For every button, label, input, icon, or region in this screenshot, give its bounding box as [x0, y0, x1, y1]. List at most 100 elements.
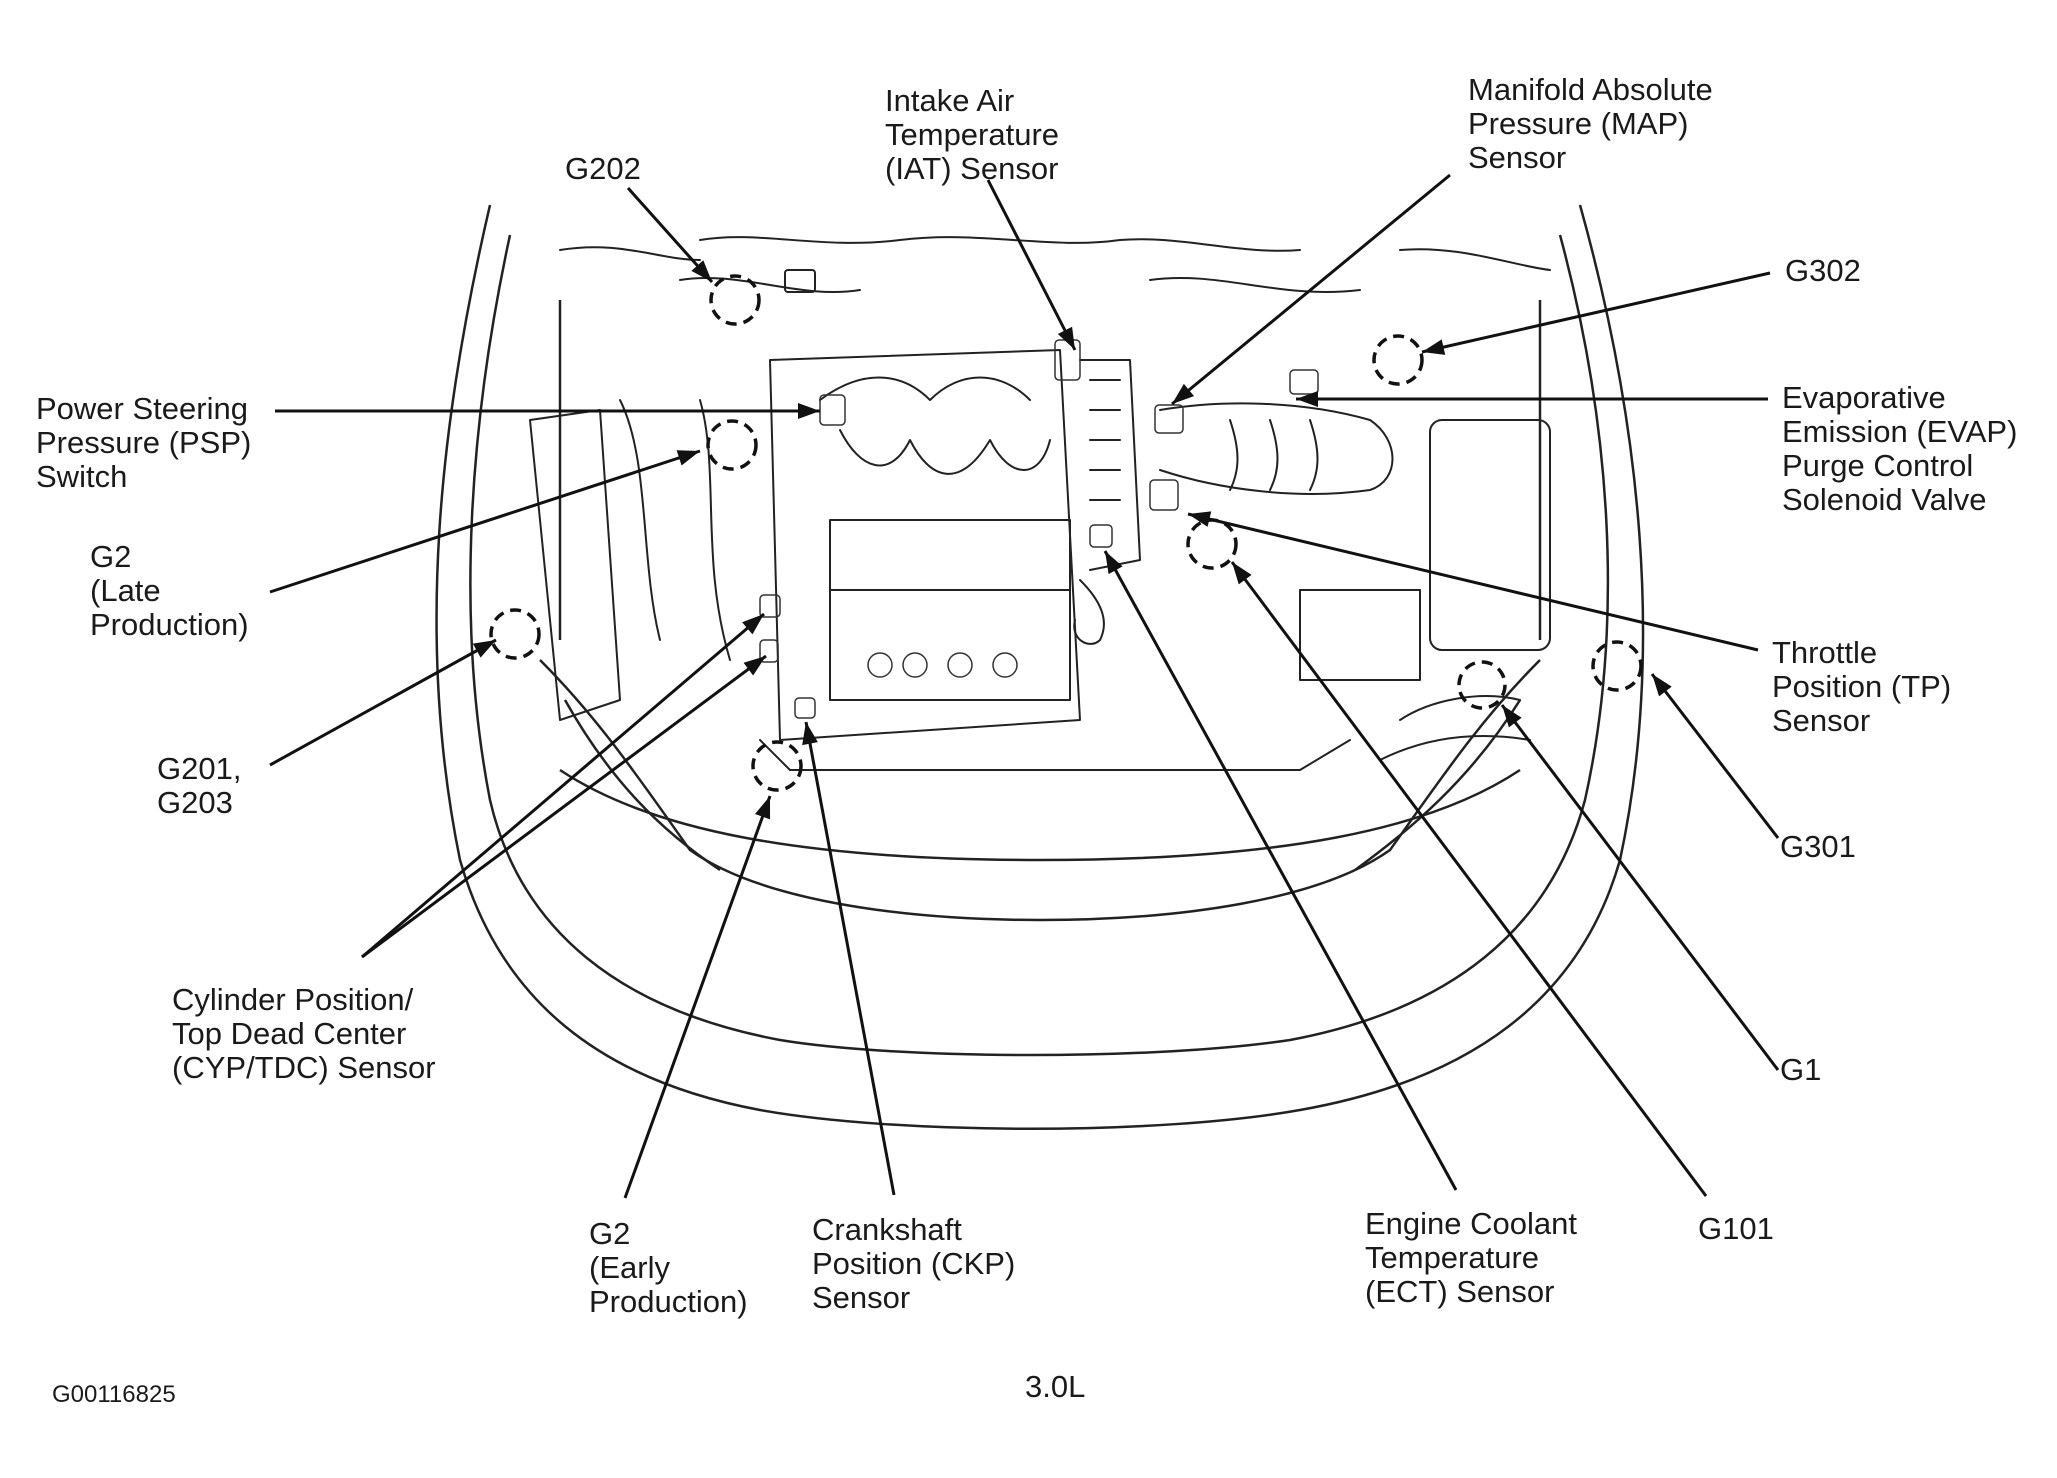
label-line: (ECT) Sensor: [1365, 1274, 1555, 1309]
callout-line-g201: [269, 638, 497, 767]
callout-line-iat: [986, 179, 1077, 351]
label-line: G1: [1780, 1052, 1822, 1087]
arrowhead-g1: [1502, 705, 1522, 728]
callout-line-cyp-1: [361, 612, 765, 959]
label-line: G2: [589, 1216, 631, 1251]
arrowhead-g2-early: [755, 796, 771, 820]
engine-block: [529, 236, 1551, 771]
arrowhead-evap: [1296, 391, 1318, 407]
arrowhead-tp: [1188, 511, 1212, 527]
label-line: (Late: [90, 573, 161, 608]
arrowhead-cyp-1: [742, 614, 764, 635]
label-line: Switch: [36, 459, 128, 494]
label-g302: G302: [1785, 254, 1861, 288]
label-line: G203: [157, 785, 233, 820]
label-line: Emission (EVAP): [1782, 414, 2018, 449]
label-line: G201,: [157, 751, 242, 786]
label-line: Crankshaft: [812, 1212, 962, 1247]
label-line: G202: [565, 151, 641, 186]
label-line: Production): [589, 1284, 748, 1319]
label-line: G302: [1785, 253, 1861, 288]
arrowhead-cyp-2: [743, 656, 766, 676]
arrowhead-g301: [1652, 674, 1672, 697]
connector-points: [489, 274, 1643, 792]
label-line: Solenoid Valve: [1782, 482, 1987, 517]
label-tp-sensor: Throttle Position (TP) Sensor: [1772, 636, 1951, 738]
label-psp-switch: Power Steering Pressure (PSP) Switch: [36, 392, 251, 494]
label-line: Position (CKP): [812, 1246, 1016, 1281]
label-line: Sensor: [1468, 140, 1567, 175]
label-ckp-sensor: Crankshaft Position (CKP) Sensor: [812, 1213, 1015, 1315]
label-line: Power Steering: [36, 391, 248, 426]
label-line: Cylinder Position/: [172, 982, 414, 1017]
callout-line-g101: [1230, 561, 1708, 1197]
ground-point-g202: [709, 274, 761, 326]
label-line: G2: [90, 539, 132, 574]
label-g301: G301: [1780, 830, 1856, 864]
ground-point-g301: [1591, 640, 1643, 692]
arrowhead-iat: [1057, 326, 1075, 350]
label-line: Sensor: [1772, 703, 1871, 738]
callout-line-ect: [1103, 550, 1458, 1191]
label-g202: G202: [565, 152, 641, 186]
vehicle-body-outline: [435, 204, 1645, 1130]
label-line: Intake Air: [885, 83, 1015, 118]
callout-line-tp: [1187, 512, 1759, 652]
arrowhead-psp: [798, 403, 820, 419]
label-ect-sensor: Engine Coolant Temperature (ECT) Sensor: [1365, 1207, 1577, 1309]
label-g201-g203: G201, G203: [157, 752, 241, 820]
label-line: Pressure (PSP): [36, 425, 252, 460]
label-line: Purge Control: [1782, 448, 1974, 483]
callout-lines: [269, 173, 1780, 1199]
callout-line-g1: [1500, 704, 1780, 1071]
callout-line-map: [1171, 173, 1451, 406]
callout-line-g302: [1421, 271, 1771, 354]
label-line: Manifold Absolute: [1468, 72, 1713, 107]
label-line: Temperature: [1365, 1240, 1540, 1275]
label-iat-sensor: Intake Air Temperature (IAT) Sensor: [885, 84, 1059, 186]
ground-point-g101: [1186, 518, 1238, 570]
figure-id: G00116825: [52, 1381, 176, 1408]
arrowhead-ckp: [802, 722, 818, 746]
callout-line-g2-late: [269, 449, 701, 594]
label-line: Engine Coolant: [1365, 1206, 1577, 1241]
ground-point-g2-late: [706, 419, 758, 471]
ground-point-g2-early: [751, 740, 803, 792]
callout-line-g2-early: [623, 795, 772, 1199]
label-line: Temperature: [885, 117, 1060, 152]
arrowhead-ect: [1105, 551, 1123, 575]
label-line: Pressure (MAP): [1468, 106, 1689, 141]
label-line: (IAT) Sensor: [885, 151, 1059, 186]
ground-point-g1: [1457, 660, 1507, 710]
callout-line-g301: [1650, 673, 1780, 839]
label-line: G301: [1780, 829, 1856, 864]
label-line: (Early: [589, 1250, 670, 1285]
callout-line-ckp: [804, 721, 896, 1196]
ground-point-g302: [1372, 334, 1424, 386]
arrowhead-g101: [1232, 562, 1252, 585]
figure-caption: 3.0L: [1025, 1369, 1086, 1404]
callout-line-cyp-2: [361, 654, 767, 959]
label-line: G101: [1698, 1211, 1774, 1246]
label-line: Sensor: [812, 1280, 911, 1315]
label-cyp-tdc-sensor: Cylinder Position/ Top Dead Center (CYP/…: [172, 983, 436, 1085]
label-line: Position (TP): [1772, 669, 1952, 704]
label-g1: G1: [1780, 1053, 1821, 1087]
label-map-sensor: Manifold Absolute Pressure (MAP) Sensor: [1468, 73, 1713, 175]
label-line: Evaporative: [1782, 380, 1946, 415]
label-line: Top Dead Center: [172, 1016, 407, 1051]
arrowhead-g202: [691, 260, 712, 282]
arrowhead-g2-late: [676, 450, 700, 466]
arrowhead-g302: [1422, 339, 1446, 355]
label-line: Production): [90, 607, 249, 642]
ground-point-g201: [489, 608, 541, 660]
label-g101: G101: [1698, 1212, 1774, 1246]
arrowhead-g201: [472, 640, 496, 658]
label-line: (CYP/TDC) Sensor: [172, 1050, 436, 1085]
label-line: Throttle: [1772, 635, 1878, 670]
label-g2-early: G2 (Early Production): [589, 1217, 748, 1319]
arrowhead-map: [1172, 383, 1195, 404]
label-evap-valve: Evaporative Emission (EVAP) Purge Contro…: [1782, 381, 2017, 517]
